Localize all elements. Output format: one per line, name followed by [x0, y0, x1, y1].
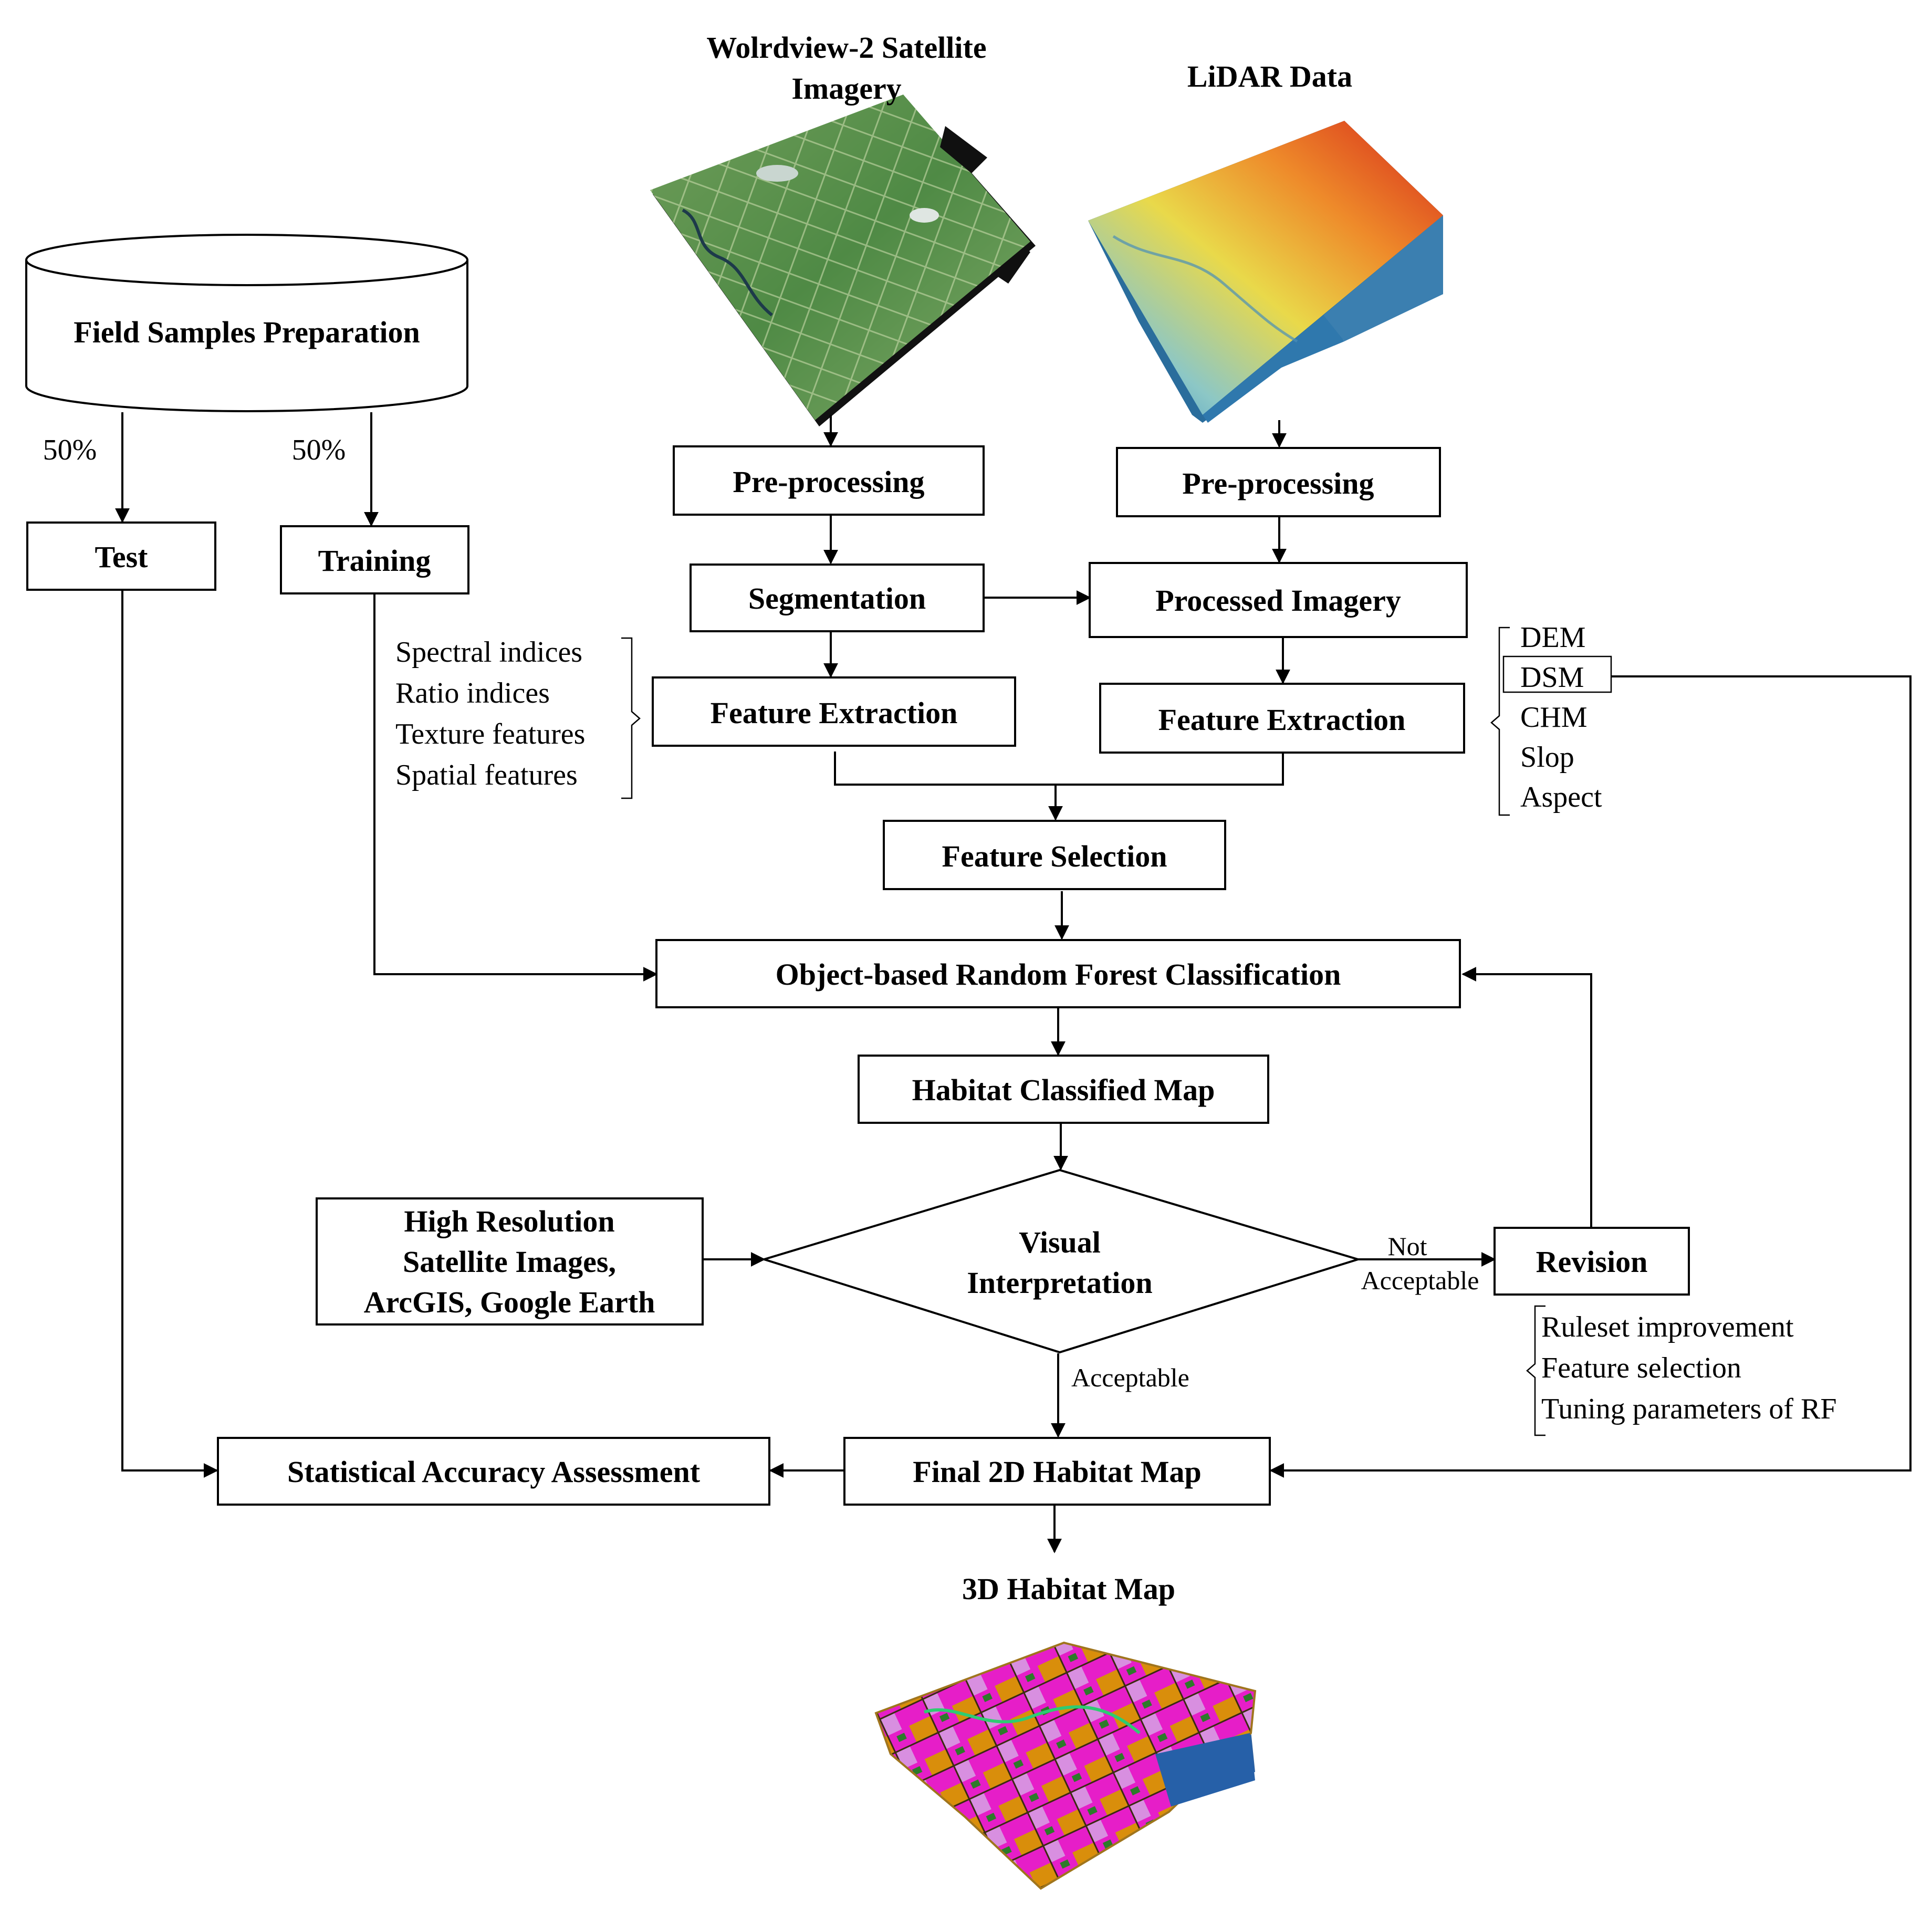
revision-label: Revision — [1536, 1245, 1648, 1279]
line-feature-merge — [834, 752, 1284, 786]
processed-imagery-label: Processed Imagery — [1155, 583, 1401, 618]
test-label: Test — [95, 540, 149, 574]
training-box — [280, 525, 469, 594]
lidar-feature-extraction-box — [1099, 683, 1465, 754]
sat-feature-item: Ratio indices — [395, 677, 550, 709]
sat-feature-item: Spectral indices — [395, 636, 582, 669]
revision-item: Feature selection — [1541, 1352, 1741, 1384]
sat-feature-extraction-label: Feature Extraction — [711, 696, 958, 730]
acceptable-label: Acceptable — [1071, 1363, 1189, 1392]
classified-map-box — [858, 1055, 1269, 1124]
lidar-feature-item: Aspect — [1520, 781, 1602, 813]
arrow-test-to-accuracy — [121, 590, 218, 1478]
high-resolution-box — [316, 1197, 704, 1326]
feature-selection-box — [883, 820, 1226, 890]
dsm-highlight-box — [1502, 655, 1612, 693]
high-resolution-line1: High Resolution — [404, 1204, 614, 1238]
not-acceptable-line2: Acceptable — [1361, 1266, 1479, 1295]
satellite-title-line1: Wolrdview-2 Satellite — [706, 30, 986, 65]
classified-map-label: Habitat Classified Map — [912, 1073, 1215, 1107]
lidar-feature-extraction-label: Feature Extraction — [1158, 703, 1406, 737]
sat-preprocessing-label: Pre-processing — [733, 465, 924, 499]
brace-lidar-features — [1490, 627, 1510, 816]
field-samples-cylinder — [25, 234, 468, 412]
accuracy-assessment-box — [217, 1437, 770, 1506]
final-2d-map-label: Final 2D Habitat Map — [913, 1455, 1201, 1489]
lidar-feature-item: DEM — [1520, 621, 1585, 654]
high-resolution-line2: Satellite Images, — [403, 1245, 616, 1279]
brace-satellite-features — [621, 637, 641, 799]
lidar-preprocessing-label: Pre-processing — [1182, 466, 1374, 500]
visual-interpretation-line1: Visual — [1019, 1225, 1101, 1259]
sat-feature-item: Spatial features — [395, 759, 578, 791]
lidar-feature-item: DSM — [1520, 661, 1584, 694]
lidar-preprocessing-box — [1116, 447, 1441, 517]
arrow-revision-to-classification — [1461, 967, 1592, 1228]
not-acceptable-line1: Not — [1388, 1232, 1427, 1261]
sat-feature-extraction-box — [652, 676, 1016, 747]
revision-box — [1494, 1227, 1690, 1296]
final-2d-map-box — [843, 1437, 1271, 1506]
lidar-feature-item: Slop — [1520, 741, 1574, 774]
lidar-feature-item: CHM — [1520, 701, 1588, 734]
training-label: Training — [318, 544, 431, 578]
split-train-percent: 50% — [292, 434, 346, 466]
satellite-title-line2: Imagery — [791, 71, 901, 106]
sat-preprocessing-box — [673, 445, 985, 516]
arrow-training-to-classification — [373, 593, 658, 982]
segmentation-box — [690, 564, 985, 632]
arrow-dsm-to-final — [1269, 675, 1912, 1478]
lidar-terrain-image — [1088, 121, 1443, 423]
processed-imagery-box — [1089, 562, 1468, 638]
feature-selection-label: Feature Selection — [942, 839, 1167, 873]
classification-box — [655, 939, 1461, 1008]
revision-item: Tuning parameters of RF — [1541, 1393, 1837, 1425]
brace-revision-items — [1526, 1305, 1545, 1436]
lidar-title: LiDAR Data — [1187, 59, 1352, 93]
accuracy-assessment-label: Statistical Accuracy Assessment — [287, 1455, 701, 1489]
satellite-image — [650, 95, 1036, 426]
habitat-3d-map-title: 3D Habitat Map — [962, 1572, 1175, 1606]
visual-interpretation-line2: Interpretation — [967, 1266, 1152, 1300]
field-samples-label: Field Samples Preparation — [74, 315, 420, 349]
sat-feature-item: Texture features — [395, 718, 585, 750]
test-box — [26, 521, 216, 591]
visual-interpretation-diamond — [760, 1168, 1362, 1354]
segmentation-label: Segmentation — [748, 581, 926, 615]
revision-item: Ruleset improvement — [1541, 1311, 1794, 1343]
high-resolution-line3: ArcGIS, Google Earth — [364, 1285, 655, 1319]
classification-label: Object-based Random Forest Classificatio… — [776, 957, 1341, 992]
split-test-percent: 50% — [43, 434, 97, 466]
habitat-3d-map-image — [874, 1641, 1257, 1890]
